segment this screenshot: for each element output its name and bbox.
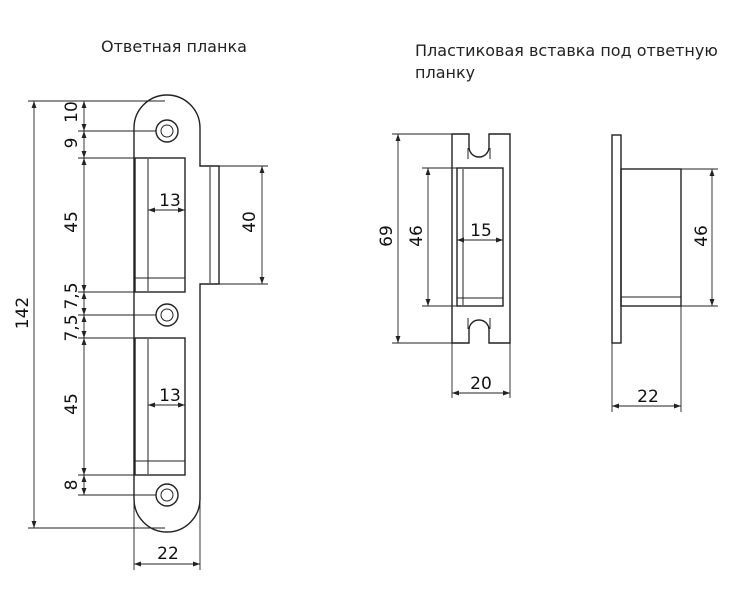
- dim-hole-to-slot: 9: [62, 138, 82, 149]
- insert-side-flange: [611, 134, 622, 344]
- dim-strike-overall-height: 142: [13, 297, 33, 329]
- strike-plate-title: Ответная планка: [101, 37, 247, 56]
- strike-plate-dimension-lines: [31, 101, 265, 567]
- slot-upper: [134, 157, 186, 293]
- dim-insert-inner-width: 15: [470, 221, 492, 241]
- dim-lip-height: 40: [240, 211, 260, 233]
- dim-insert-inner-height: 46: [407, 225, 427, 247]
- dim-mid-hole-above: 7,5: [62, 282, 82, 309]
- dim-side-height: 46: [692, 225, 712, 247]
- insert-front-inner: [456, 167, 504, 307]
- insert-side-body: [620, 168, 682, 307]
- insert-side-view: [611, 134, 682, 344]
- dim-insert-overall-height: 69: [377, 225, 397, 247]
- dim-mid-hole-below: 7,5: [62, 314, 82, 341]
- insert-side-dimension-lines: [611, 168, 718, 412]
- dim-insert-width: 20: [470, 374, 492, 394]
- dim-slot1-height: 45: [62, 211, 82, 233]
- slot-lower: [134, 337, 186, 476]
- strike-plate-extension-lines: [28, 100, 268, 570]
- mounting-hole-bottom: [155, 483, 179, 507]
- dim-slot2-height: 45: [62, 393, 82, 415]
- dim-side-depth: 22: [637, 387, 659, 407]
- insert-front-dimension-lines: [392, 133, 511, 398]
- mounting-hole-middle: [155, 303, 179, 327]
- dim-slot2-width: 13: [159, 386, 181, 406]
- dim-slot-to-bottom-hole: 8: [62, 480, 82, 491]
- dim-slot1-width: 13: [159, 191, 181, 211]
- insert-title-line1: Пластиковая вставка под ответную: [415, 41, 718, 60]
- insert-title-line2: планку: [415, 63, 476, 82]
- strike-plate-drawing: [133, 94, 220, 533]
- dim-top-hole-to-top: 10: [62, 101, 82, 123]
- dim-plate-width: 22: [157, 544, 179, 564]
- strike-plate-outline: [133, 94, 220, 533]
- mounting-hole-top: [155, 119, 179, 143]
